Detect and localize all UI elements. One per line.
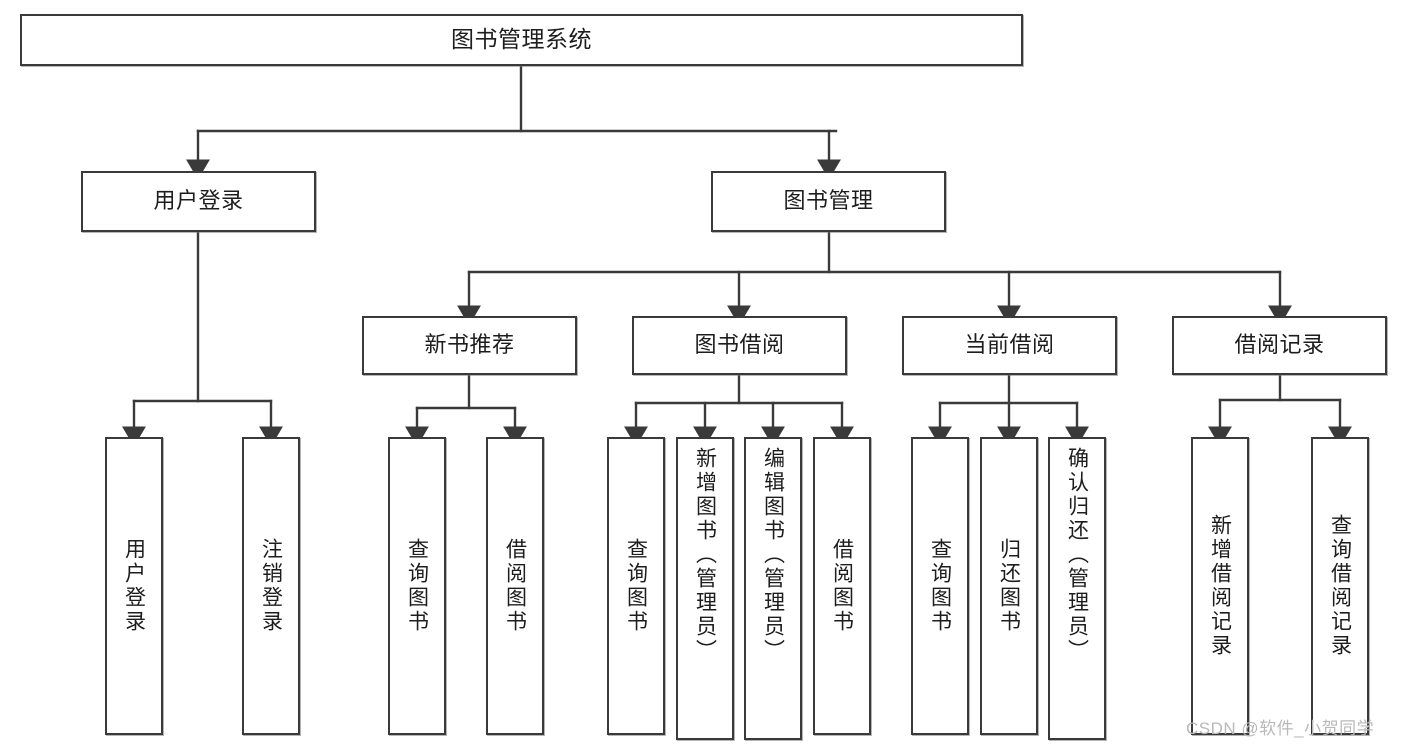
node-leaf-query-borrow-record[interactable]: 查询借阅记录 [1311, 437, 1369, 735]
node-label: 确认归还（管理员） [1065, 447, 1089, 663]
node-leaf-return-book[interactable]: 归还图书 [980, 437, 1038, 735]
node-leaf-logout[interactable]: 注销登录 [242, 437, 300, 735]
node-borrow-record[interactable]: 借阅记录 [1172, 316, 1387, 375]
node-leaf-borrow-book-recommend[interactable]: 借阅图书 [486, 437, 544, 735]
node-current-borrow[interactable]: 当前借阅 [902, 316, 1117, 375]
node-label: 当前借阅 [964, 332, 1055, 358]
node-leaf-edit-book-admin[interactable]: 编辑图书（管理员） [744, 437, 802, 740]
node-label: 图书借阅 [694, 332, 785, 358]
node-book-management[interactable]: 图书管理 [711, 171, 946, 232]
node-user-login[interactable]: 用户登录 [81, 171, 316, 232]
node-label: 用户登录 [153, 188, 244, 214]
node-label: 借阅图书 [503, 538, 527, 634]
node-label: 注销登录 [259, 538, 283, 634]
node-label: 用户登录 [122, 538, 146, 634]
node-label: 图书管理 [783, 188, 874, 214]
node-new-book-recommend[interactable]: 新书推荐 [362, 316, 577, 375]
node-root-library-system[interactable]: 图书管理系统 [20, 14, 1023, 66]
node-leaf-query-book-borrow[interactable]: 查询图书 [607, 437, 665, 735]
node-label: 查询借阅记录 [1328, 514, 1352, 658]
node-label: 归还图书 [997, 538, 1021, 634]
node-leaf-borrow-book[interactable]: 借阅图书 [813, 437, 871, 735]
node-label: 查询图书 [624, 538, 648, 634]
node-label: 新增借阅记录 [1208, 514, 1232, 658]
node-leaf-add-book-admin[interactable]: 新增图书（管理员） [676, 437, 734, 740]
node-label: 查询图书 [928, 538, 952, 634]
node-label: 新增图书（管理员） [693, 447, 717, 663]
node-leaf-confirm-return-admin[interactable]: 确认归还（管理员） [1048, 437, 1106, 740]
node-label: 查询图书 [405, 538, 429, 634]
node-leaf-user-login[interactable]: 用户登录 [105, 437, 163, 735]
node-leaf-query-book-current[interactable]: 查询图书 [911, 437, 969, 735]
csdn-watermark: CSDN @软件_小贺同学 [1186, 719, 1375, 738]
node-label: 借阅图书 [830, 538, 854, 634]
node-leaf-add-borrow-record[interactable]: 新增借阅记录 [1191, 437, 1249, 735]
node-label: 编辑图书（管理员） [761, 447, 785, 663]
node-book-borrow[interactable]: 图书借阅 [632, 316, 847, 375]
node-leaf-query-book-recommend[interactable]: 查询图书 [388, 437, 446, 735]
node-label: 借阅记录 [1234, 332, 1325, 358]
node-label: 新书推荐 [424, 332, 515, 358]
node-label: 图书管理系统 [451, 26, 592, 53]
